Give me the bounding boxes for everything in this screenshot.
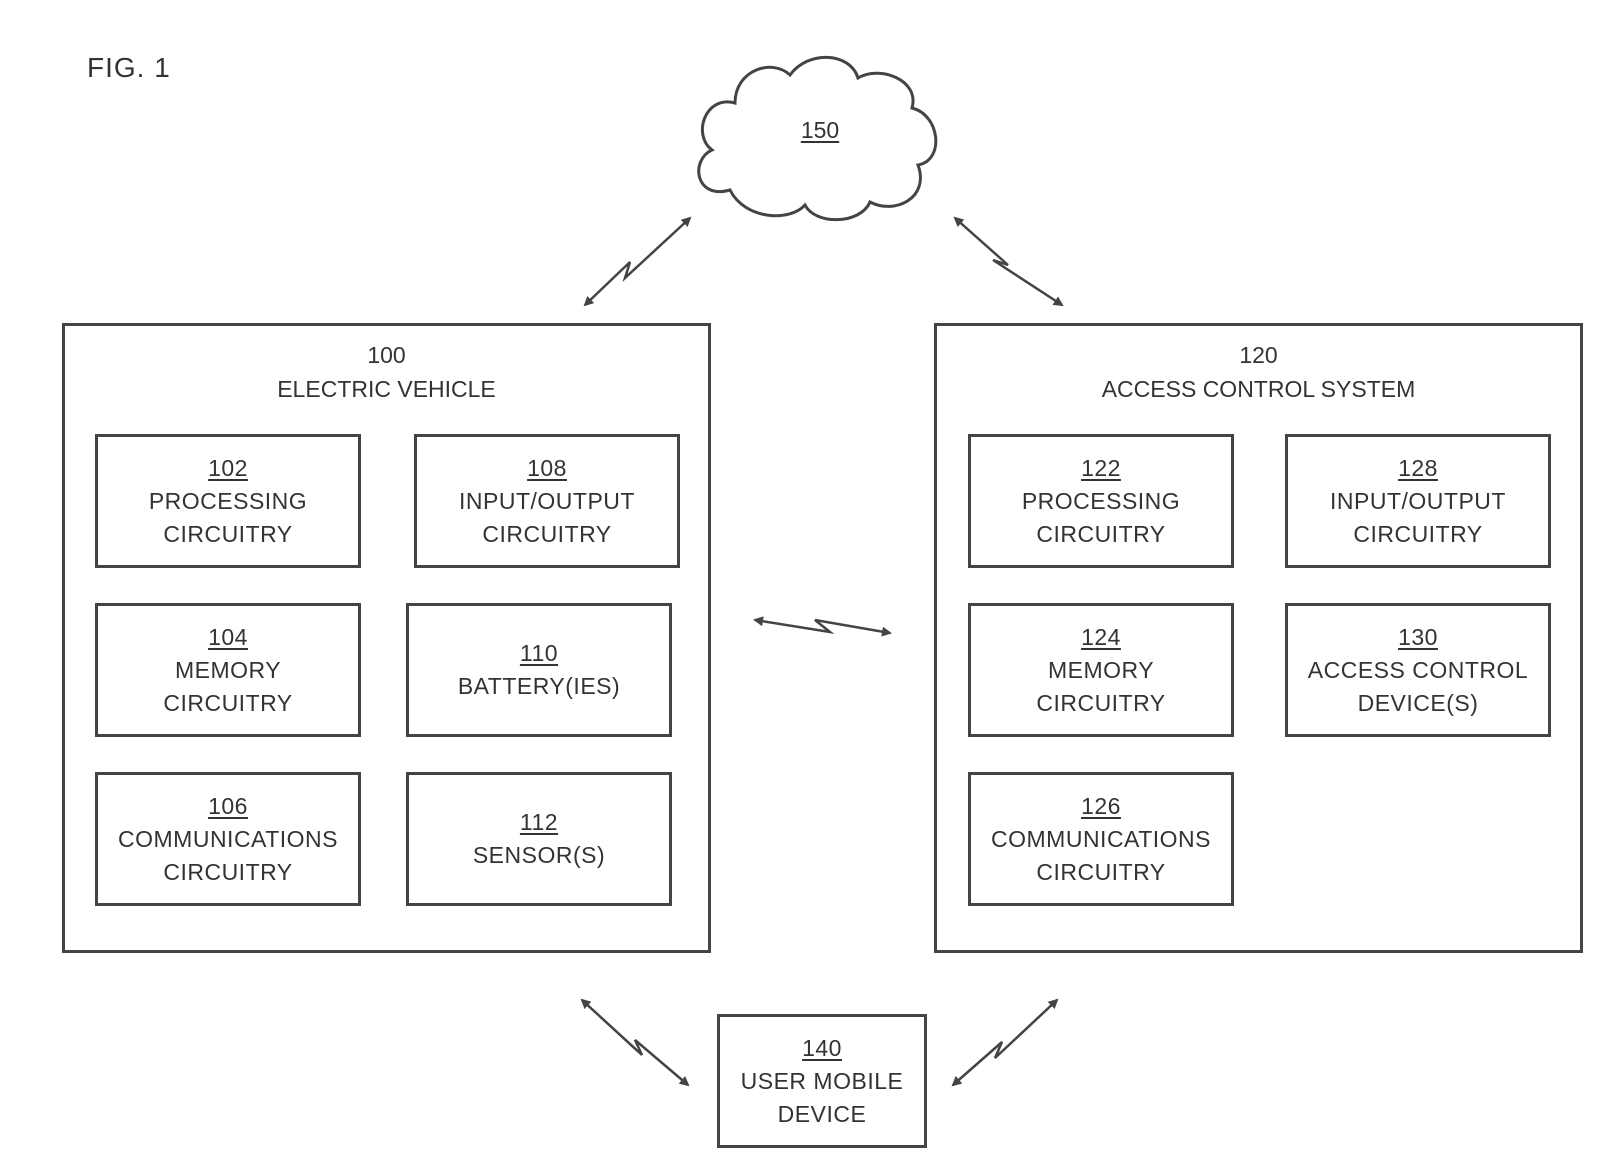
acs-memory-circuitry-box: 124 MEMORY CIRCUITRY — [968, 603, 1234, 737]
user-mobile-device-box: 140 USER MOBILE DEVICE — [717, 1014, 927, 1148]
component-label: CIRCUITRY — [1036, 687, 1165, 720]
component-number: 128 — [1398, 452, 1438, 485]
link-mobile-device-access-control — [953, 1000, 1057, 1085]
link-network-access-control — [955, 218, 1062, 305]
link-vehicle-mobile-device — [582, 1000, 688, 1085]
component-number: 112 — [520, 806, 558, 839]
component-number: 110 — [520, 637, 558, 670]
component-number: 108 — [527, 452, 567, 485]
component-label: COMMUNICATIONS — [991, 823, 1211, 856]
component-label: DEVICE(S) — [1358, 687, 1479, 720]
access-control-system-title: ACCESS CONTROL SYSTEM — [937, 372, 1580, 406]
component-label: PROCESSING — [149, 485, 307, 518]
acs-access-control-devices-box: 130 ACCESS CONTROL DEVICE(S) — [1285, 603, 1551, 737]
component-number: 122 — [1081, 452, 1121, 485]
user-mobile-device-label: DEVICE — [778, 1098, 867, 1131]
component-label: BATTERY(IES) — [458, 670, 620, 703]
component-label: CIRCUITRY — [1036, 518, 1165, 551]
ev-battery-box: 110 BATTERY(IES) — [406, 603, 672, 737]
access-control-system-header: 120 ACCESS CONTROL SYSTEM — [937, 338, 1580, 406]
component-label: INPUT/OUTPUT — [1330, 485, 1506, 518]
component-number: 106 — [208, 790, 248, 823]
ev-communications-circuitry-box: 106 COMMUNICATIONS CIRCUITRY — [95, 772, 361, 906]
acs-io-circuitry-box: 128 INPUT/OUTPUT CIRCUITRY — [1285, 434, 1551, 568]
access-control-system-number: 120 — [937, 338, 1580, 372]
component-number: 126 — [1081, 790, 1121, 823]
component-number: 124 — [1081, 621, 1121, 654]
component-label: MEMORY — [175, 654, 281, 687]
electric-vehicle-header: 100 ELECTRIC VEHICLE — [65, 338, 708, 406]
acs-communications-circuitry-box: 126 COMMUNICATIONS CIRCUITRY — [968, 772, 1234, 906]
ev-io-circuitry-box: 108 INPUT/OUTPUT CIRCUITRY — [414, 434, 680, 568]
ev-memory-circuitry-box: 104 MEMORY CIRCUITRY — [95, 603, 361, 737]
component-label: CIRCUITRY — [163, 687, 292, 720]
component-label: CIRCUITRY — [482, 518, 611, 551]
component-label: ACCESS CONTROL — [1308, 654, 1528, 687]
component-label: CIRCUITRY — [1036, 856, 1165, 889]
component-number: 130 — [1398, 621, 1438, 654]
component-number: 104 — [208, 621, 248, 654]
component-label: COMMUNICATIONS — [118, 823, 338, 856]
electric-vehicle-title: ELECTRIC VEHICLE — [65, 372, 708, 406]
component-label: CIRCUITRY — [163, 518, 292, 551]
user-mobile-device-label: USER MOBILE — [741, 1065, 904, 1098]
user-mobile-device-number: 140 — [802, 1032, 842, 1065]
ev-processing-circuitry-box: 102 PROCESSING CIRCUITRY — [95, 434, 361, 568]
component-label: INPUT/OUTPUT — [459, 485, 635, 518]
component-number: 102 — [208, 452, 248, 485]
electric-vehicle-box: 100 ELECTRIC VEHICLE 102 PROCESSING CIRC… — [62, 323, 711, 953]
component-label: PROCESSING — [1022, 485, 1180, 518]
link-vehicle-access-control — [755, 620, 890, 633]
acs-processing-circuitry-box: 122 PROCESSING CIRCUITRY — [968, 434, 1234, 568]
access-control-system-box: 120 ACCESS CONTROL SYSTEM 122 PROCESSING… — [934, 323, 1583, 953]
network-number: 150 — [780, 117, 860, 144]
link-vehicle-network — [585, 218, 690, 305]
component-label: CIRCUITRY — [1353, 518, 1482, 551]
component-label: CIRCUITRY — [163, 856, 292, 889]
component-label: MEMORY — [1048, 654, 1154, 687]
component-label: SENSOR(S) — [473, 839, 605, 872]
electric-vehicle-number: 100 — [65, 338, 708, 372]
ev-sensor-box: 112 SENSOR(S) — [406, 772, 672, 906]
